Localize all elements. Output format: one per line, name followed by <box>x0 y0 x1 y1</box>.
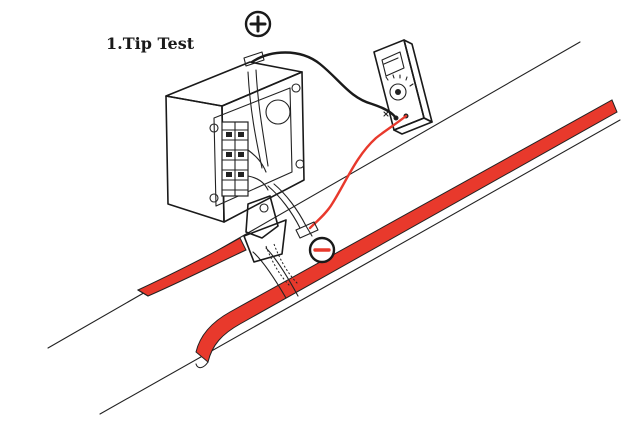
heating-cable <box>136 99 618 369</box>
terminal-block <box>221 121 249 197</box>
multimeter <box>373 39 433 135</box>
positive-test-lead <box>243 51 398 120</box>
junction-box <box>165 61 307 287</box>
diagram-title: 1.Tip Test <box>106 34 195 53</box>
negative-test-lead <box>295 114 408 239</box>
minus-icon <box>308 236 336 264</box>
pipe <box>47 41 621 415</box>
plus-icon <box>244 10 272 38</box>
